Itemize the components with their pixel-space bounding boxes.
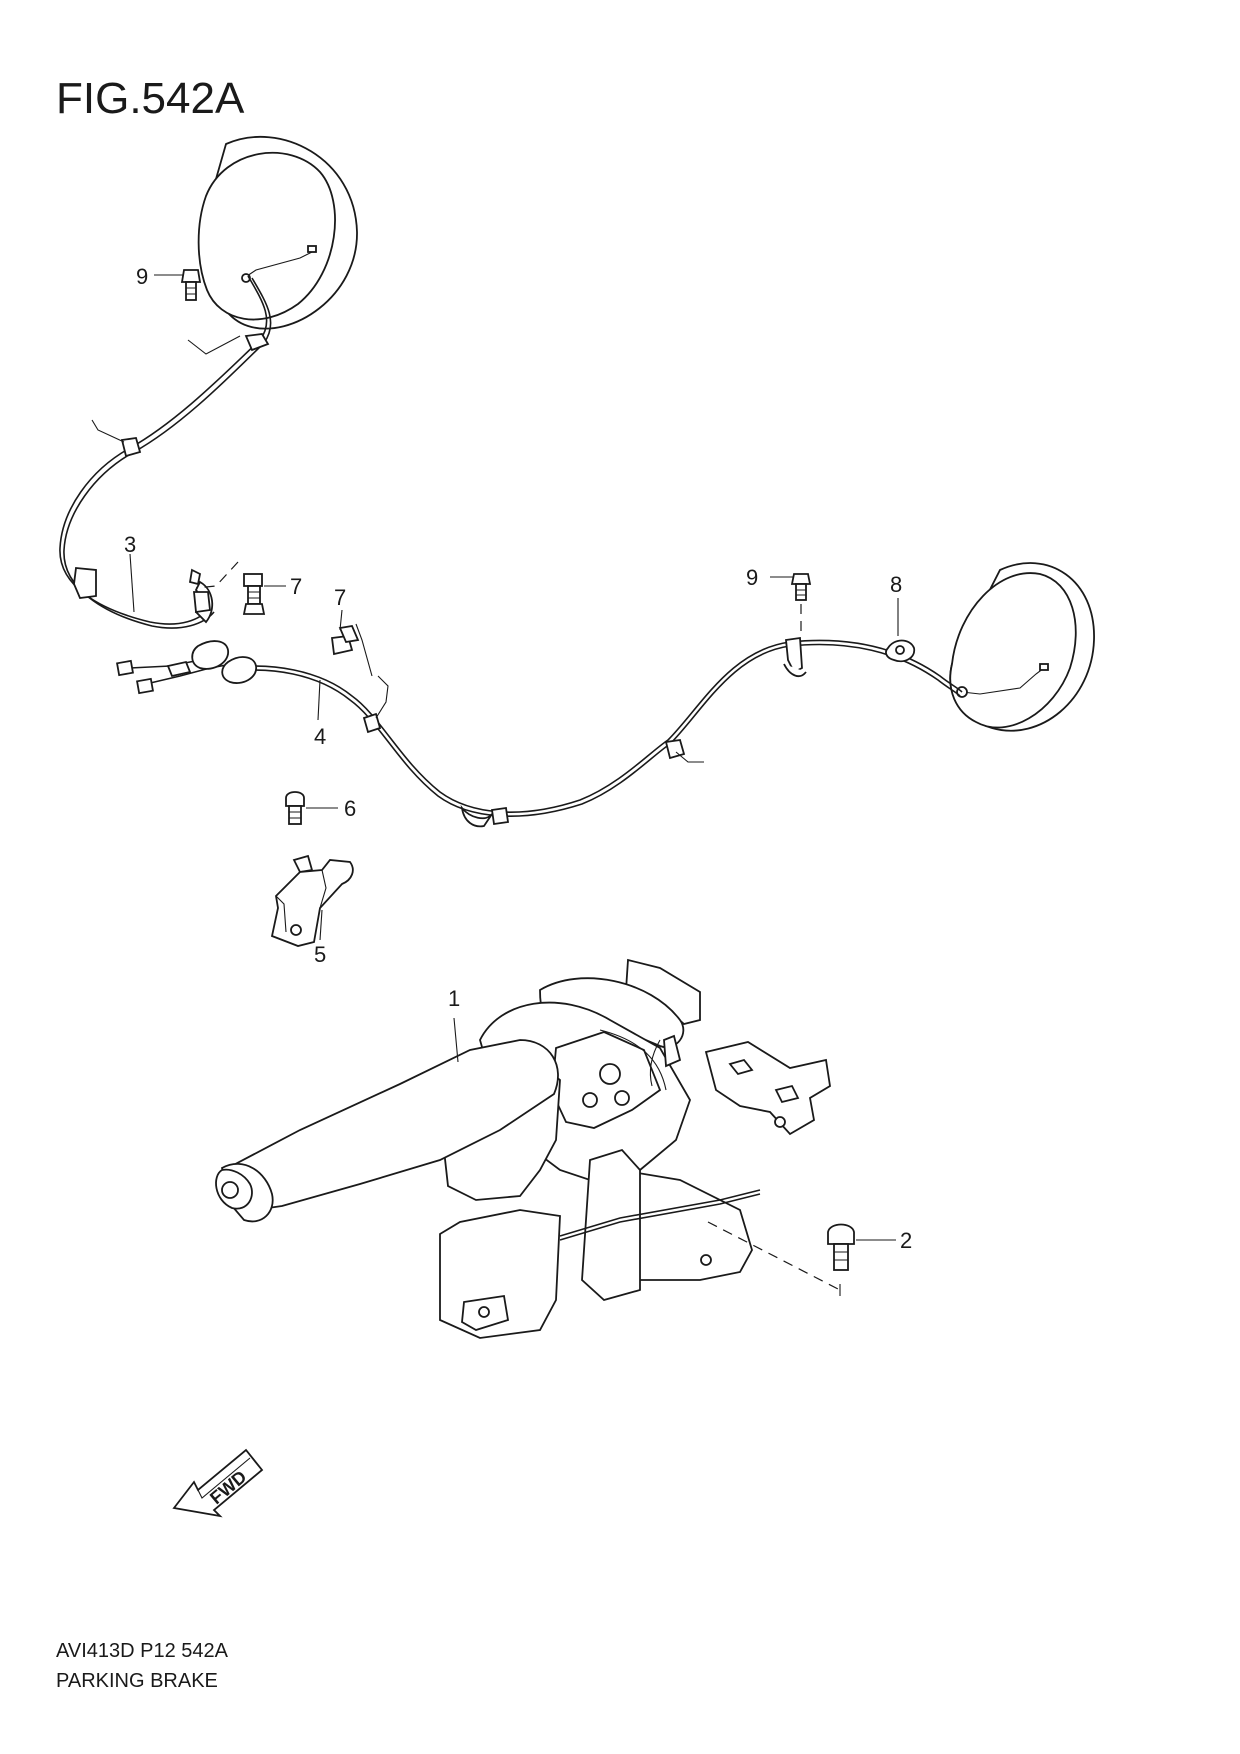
- callout-numbers: 1 2 3 4 5 6 7 7 8 9 9: [124, 264, 912, 1253]
- right-brake-drum: [949, 562, 1095, 732]
- figure-title: FIG.542A: [56, 74, 245, 123]
- bolt-9-left: [180, 269, 241, 355]
- callout-7-middle: 7: [334, 585, 346, 610]
- callout-8: 8: [890, 572, 902, 597]
- figure-name: PARKING BRAKE: [56, 1670, 218, 1692]
- parking-brake-lever-assembly: [215, 958, 831, 1339]
- leader-lines: [129, 274, 899, 1241]
- figure-code: AVI413D P12 542A: [56, 1640, 228, 1662]
- bolt-6: [285, 791, 305, 825]
- bolt-2: [707, 1221, 855, 1296]
- bracket-5: [270, 854, 354, 947]
- grommet-8: [885, 639, 916, 663]
- bolt-7-upper: [195, 561, 266, 615]
- bolt-9-right: [790, 573, 812, 636]
- callout-4: 4: [314, 724, 326, 749]
- callout-5: 5: [314, 942, 326, 967]
- callout-6: 6: [344, 796, 356, 821]
- cable-end-fittings: [116, 568, 257, 695]
- callout-7-upper: 7: [290, 574, 302, 599]
- callout-2: 2: [900, 1228, 912, 1253]
- callout-3: 3: [124, 532, 136, 557]
- bolt-7-middle: [330, 623, 373, 677]
- callout-1: 1: [448, 986, 460, 1011]
- right-brake-cable: [229, 636, 963, 828]
- callout-9-upper: 9: [136, 264, 148, 289]
- forward-direction-arrow: FWD: [172, 1448, 264, 1518]
- callout-9-right: 9: [746, 565, 758, 590]
- left-brake-cable: [59, 275, 272, 629]
- left-brake-drum: [197, 135, 358, 330]
